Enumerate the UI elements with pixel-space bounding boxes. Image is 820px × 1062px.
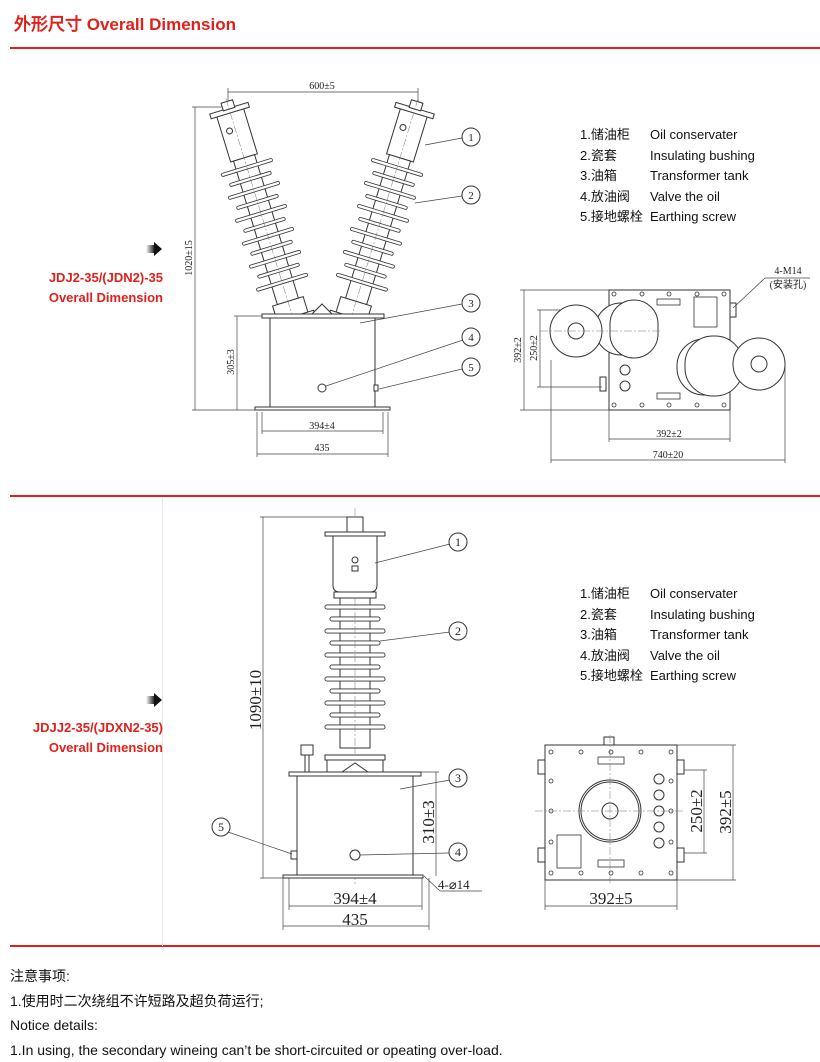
oil-valve bbox=[349, 849, 361, 861]
legend-zh: 3.油箱 bbox=[580, 627, 617, 642]
model-label-1: JDJ2-35/(JDN2)-35 Overall Dimension bbox=[49, 268, 163, 308]
legend-en: Valve the oil bbox=[650, 647, 720, 663]
legend-item: 5.接地螺栓 Earthing screw bbox=[580, 207, 755, 228]
callouts: 1 2 3 4 5 bbox=[211, 532, 468, 862]
notice-item-en: 1.In using, the secondary wineing can’t … bbox=[10, 1041, 503, 1058]
earthing-screw bbox=[290, 850, 298, 860]
legend-en: Oil conservater bbox=[650, 586, 738, 601]
legend-zh: 3.油箱 bbox=[580, 168, 617, 183]
legend-en: Transformer tank bbox=[650, 168, 749, 183]
legend-zh: 2.瓷套 bbox=[580, 606, 617, 622]
legend-item: 4.放油阀 Valve the oil bbox=[580, 187, 755, 208]
legend-item: 4.放油阀 Valve the oil bbox=[580, 646, 755, 667]
callout-3: 3 bbox=[468, 298, 474, 310]
plan1-width: 392±2 bbox=[656, 429, 682, 440]
plan2-width: 392±5 bbox=[589, 889, 632, 908]
divider bbox=[10, 47, 820, 49]
arrow-right-icon bbox=[146, 242, 162, 256]
callout-4: 4 bbox=[455, 845, 461, 859]
plan1-hole-label: 4-M14 bbox=[774, 266, 801, 277]
base-plate bbox=[282, 874, 424, 879]
dim-height: 1020±15 bbox=[184, 240, 195, 276]
legend-en: Transformer tank bbox=[650, 627, 749, 642]
legend-en: Insulating bushing bbox=[650, 147, 755, 163]
page-title: 外形尺寸 Overall Dimension bbox=[14, 15, 236, 34]
callout-5: 5 bbox=[468, 362, 474, 374]
legend-zh: 4.放油阀 bbox=[580, 188, 630, 204]
model-subtitle: Overall Dimension bbox=[48, 290, 163, 305]
front-view-drawing-1: 600±5 1020±15 305±3 394±4 435 1 2 3 4 5 bbox=[184, 81, 810, 463]
model-subtitle: Overall Dimension bbox=[48, 740, 163, 755]
transformer-tank bbox=[269, 317, 376, 408]
model-label-2: JDJJ2-35/(JDXN2-35) Overall Dimension bbox=[33, 718, 163, 758]
divider bbox=[10, 945, 820, 947]
notice-item-zh: 1.使用时二次绕组不许短路及超负荷运行; bbox=[10, 992, 264, 1009]
callouts: 1 2 3 4 5 bbox=[325, 127, 481, 390]
callout-1: 1 bbox=[468, 132, 474, 144]
dim-base-width: 435 bbox=[342, 910, 368, 929]
callout-4: 4 bbox=[468, 332, 474, 344]
notice-heading-zh: 注意事项: bbox=[10, 968, 70, 984]
legend-zh: 2.瓷套 bbox=[580, 147, 617, 163]
plan-view-drawing-1: 392±2 250±2 392±2 740±20 4-M14 (安装孔) bbox=[513, 266, 810, 463]
legend-zh: 4.放油阀 bbox=[580, 647, 630, 663]
dim-height: 1090±10 bbox=[246, 670, 265, 730]
legend-item: 1.储油柜 Oil conservater bbox=[580, 125, 755, 146]
divider bbox=[162, 498, 163, 946]
earthing-screw bbox=[373, 384, 379, 392]
legend-item: 5.接地螺栓 Earthing screw bbox=[580, 666, 755, 687]
dim-tank-height: 305±3 bbox=[226, 349, 237, 375]
dim-mount-width: 394±4 bbox=[309, 421, 335, 432]
arrow-right-icon bbox=[146, 693, 162, 707]
model-name: JDJ2-35/(JDN2)-35 bbox=[48, 270, 163, 285]
plan1-depth: 392±2 bbox=[513, 337, 524, 363]
legend-zh: 5.接地螺栓 bbox=[580, 668, 643, 683]
legend-en: Oil conservater bbox=[650, 127, 738, 142]
tank-flange bbox=[261, 313, 385, 319]
legend-en: Earthing screw bbox=[650, 209, 736, 224]
plan2-mount-depth: 250±2 bbox=[687, 789, 706, 832]
plan1-overall-width: 740±20 bbox=[653, 450, 684, 461]
insulating-bushing-left bbox=[199, 89, 321, 334]
callout-3: 3 bbox=[455, 771, 461, 785]
legend-zh: 5.接地螺栓 bbox=[580, 209, 643, 224]
legend-zh: 1.储油柜 bbox=[580, 586, 630, 601]
hole-label: 4-⌀14 bbox=[438, 877, 470, 892]
callout-2: 2 bbox=[468, 190, 474, 202]
plan-view-drawing-2: 392±5 250±2 392±5 bbox=[535, 735, 736, 910]
insulating-bushing-right bbox=[323, 89, 445, 334]
legend-en: Earthing screw bbox=[650, 668, 736, 683]
dim-base-width: 435 bbox=[315, 443, 330, 454]
callout-2: 2 bbox=[455, 624, 461, 638]
legend-2: 1.储油柜 Oil conservater 2.瓷套 Insulating bush… bbox=[580, 584, 755, 687]
callout-5: 5 bbox=[218, 820, 224, 834]
dim-mount-width: 394±4 bbox=[333, 889, 377, 908]
legend-item: 2.瓷套 Insulating bushing bbox=[580, 605, 755, 626]
legend-item: 2.瓷套 Insulating bushing bbox=[580, 146, 755, 167]
base-plate bbox=[254, 406, 391, 411]
legend-item: 3.油箱 Transformer tank bbox=[580, 166, 755, 187]
dim-top-width: 600±5 bbox=[309, 81, 335, 92]
legend-1: 1.储油柜 Oil conservater 2.瓷套 Insulating bush… bbox=[580, 125, 755, 228]
legend-item: 1.储油柜 Oil conservater bbox=[580, 584, 755, 605]
oil-valve bbox=[317, 383, 327, 393]
model-name: JDJJ2-35/(JDXN2-35) bbox=[32, 720, 163, 735]
oil-conservator bbox=[332, 535, 378, 593]
plan2-depth: 392±5 bbox=[716, 790, 735, 833]
legend-zh: 1.储油柜 bbox=[580, 127, 630, 142]
plan1-mount-depth: 250±2 bbox=[529, 335, 540, 361]
callout-1: 1 bbox=[455, 535, 461, 549]
legend-en: Insulating bushing bbox=[650, 606, 755, 622]
legend-item: 3.油箱 Transformer tank bbox=[580, 625, 755, 646]
plan1-hole-note: (安装孔) bbox=[770, 278, 807, 291]
front-view-drawing-2: 1090±10 310±3 394±4 435 4-⌀14 1 2 3 4 5 bbox=[211, 508, 736, 930]
notice-section: 注意事项: 1.使用时二次绕组不许短路及超负荷运行; Notice detail… bbox=[10, 964, 503, 1062]
legend-en: Valve the oil bbox=[650, 188, 720, 204]
dim-tank-height: 310±3 bbox=[419, 800, 438, 843]
notice-heading-en: Notice details: bbox=[10, 1017, 98, 1034]
divider bbox=[10, 495, 820, 497]
